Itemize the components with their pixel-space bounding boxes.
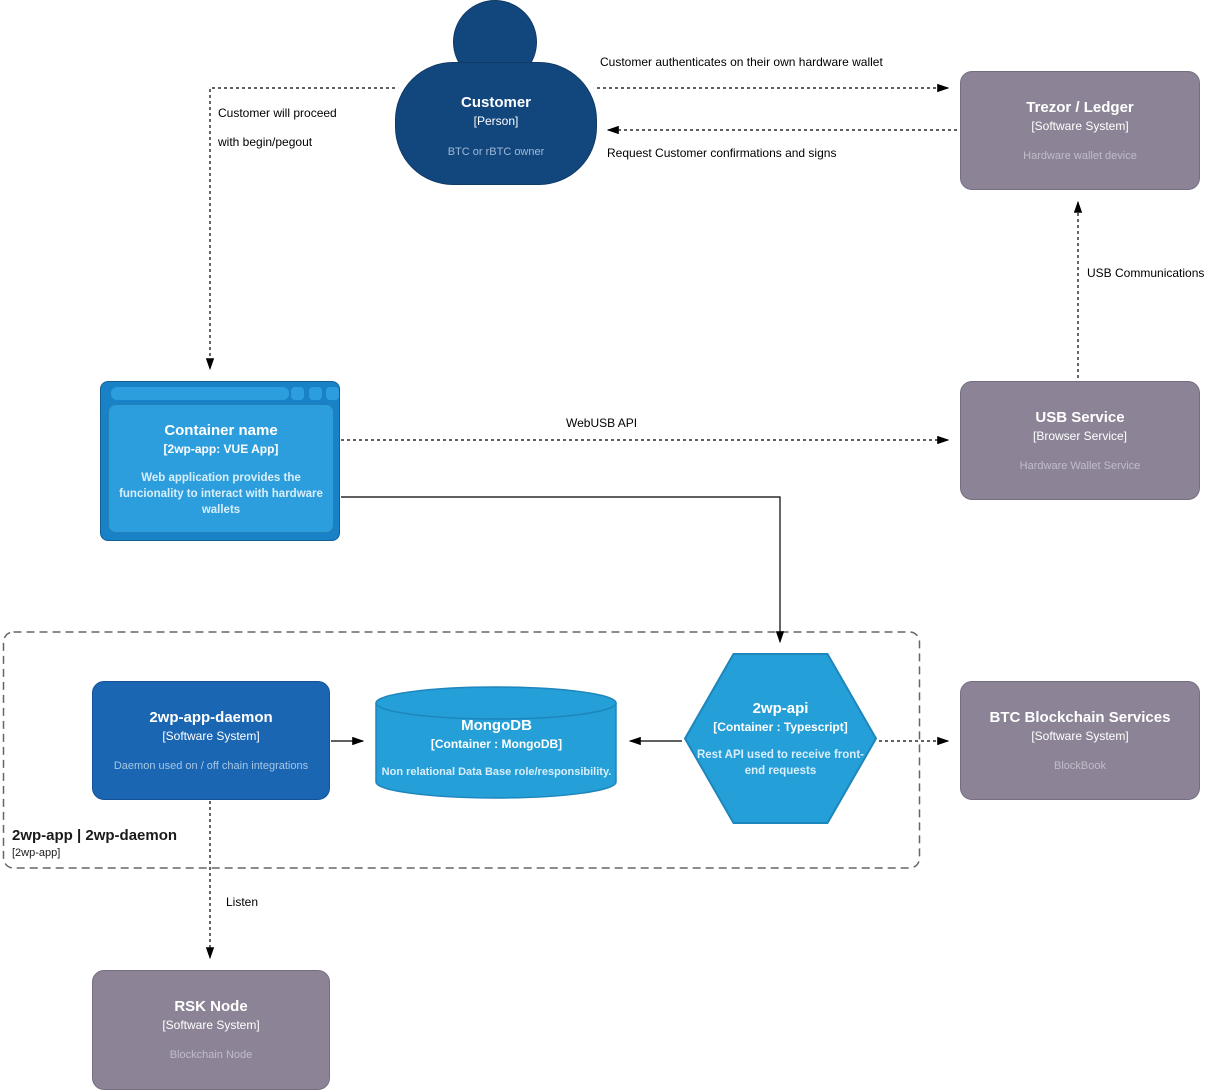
node-description: BTC or rBTC owner	[447, 146, 545, 158]
node-title: RSK Node	[174, 998, 248, 1015]
node-title: Customer	[460, 94, 531, 111]
node-description: Rest API used to receive front-end reque…	[696, 749, 864, 777]
edge-label-proceed-line1: Customer will proceed	[218, 106, 337, 120]
edge-customer-to-container	[205, 87, 395, 371]
edge-label-webusb-api: WebUSB API	[566, 416, 638, 430]
node-2wp-api[interactable]: 2wp-api [Container : Typescript] Rest AP…	[683, 652, 878, 825]
node-usb-service[interactable]: USB Service [Browser Service] Hardware W…	[960, 381, 1200, 500]
boundary-title: 2wp-app | 2wp-daemon	[12, 827, 178, 844]
node-subtitle: [Container : MongoDB]	[430, 737, 563, 751]
node-subtitle: [Software System]	[162, 1018, 260, 1032]
node-subtitle: [Container : Typescript]	[713, 720, 848, 734]
browser-button-icon	[326, 387, 339, 400]
browser-button-icon	[309, 387, 322, 400]
hexagon-icon	[684, 653, 877, 824]
node-title: USB Service	[1035, 409, 1125, 426]
node-description: Hardware wallet device	[1023, 150, 1137, 162]
browser-address-bar	[111, 387, 289, 400]
node-description: Daemon used on / off chain integrations	[113, 760, 309, 772]
node-customer[interactable]: Customer [Person] BTC or rBTC owner	[395, 0, 597, 185]
node-subtitle: [Browser Service]	[1032, 429, 1128, 443]
node-2wp-app-daemon[interactable]: 2wp-app-daemon [Software System] Daemon …	[92, 681, 330, 800]
browser-content-panel: Container name [2wp-app: VUE App] Web ap…	[108, 404, 334, 533]
boundary-subtitle: [2wp-app]	[12, 847, 61, 859]
edge-container-to-api	[341, 496, 785, 644]
edge-label-listen: Listen	[226, 895, 259, 909]
node-description: BlockBook	[1054, 760, 1106, 772]
node-description: Blockchain Node	[169, 1049, 253, 1061]
person-body: Customer [Person] BTC or rBTC owner	[395, 62, 597, 185]
node-mongodb[interactable]: MongoDB [Container : MongoDB] Non relati…	[375, 686, 618, 800]
node-title: 2wp-api	[752, 700, 809, 717]
node-subtitle: [Software System]	[1031, 729, 1129, 743]
node-text: MongoDB [Container : MongoDB] Non relati…	[375, 686, 618, 780]
node-btc-blockchain-services[interactable]: BTC Blockchain Services [Software System…	[960, 681, 1200, 800]
node-subtitle: [Software System]	[1031, 119, 1129, 133]
node-rsk-node[interactable]: RSK Node [Software System] Blockchain No…	[92, 970, 330, 1090]
node-subtitle: [Person]	[473, 114, 519, 128]
browser-button-icon	[291, 387, 304, 400]
boundary-box	[2, 631, 921, 869]
node-container-vue-app[interactable]: Container name [2wp-app: VUE App] Web ap…	[100, 381, 340, 541]
edge-label-authenticates: Customer authenticates on their own hard…	[600, 55, 883, 69]
edge-label-proceed-line2: with begin/pegout	[218, 135, 313, 149]
edge-label-usb-communications: USB Communications	[1087, 266, 1205, 280]
node-description: Web application provides the funcionalit…	[119, 472, 323, 516]
node-title: MongoDB	[461, 717, 532, 734]
node-text: 2wp-api [Container : Typescript] Rest AP…	[683, 652, 878, 779]
node-title: 2wp-app-daemon	[149, 709, 273, 726]
node-description: Non relational Data Base role/responsibi…	[381, 766, 612, 778]
edge-label-confirmations: Request Customer confirmations and signs	[607, 146, 837, 160]
node-title: Trezor / Ledger	[1026, 99, 1134, 116]
node-subtitle: [Software System]	[162, 729, 260, 743]
node-subtitle: [2wp-app: VUE App]	[163, 442, 279, 456]
database-cylinder-icon	[375, 686, 617, 799]
node-title: Container name	[164, 422, 278, 439]
node-description: Hardware Wallet Service	[1019, 460, 1141, 472]
node-title: BTC Blockchain Services	[989, 709, 1171, 726]
node-trezor-ledger[interactable]: Trezor / Ledger [Software System] Hardwa…	[960, 71, 1200, 190]
